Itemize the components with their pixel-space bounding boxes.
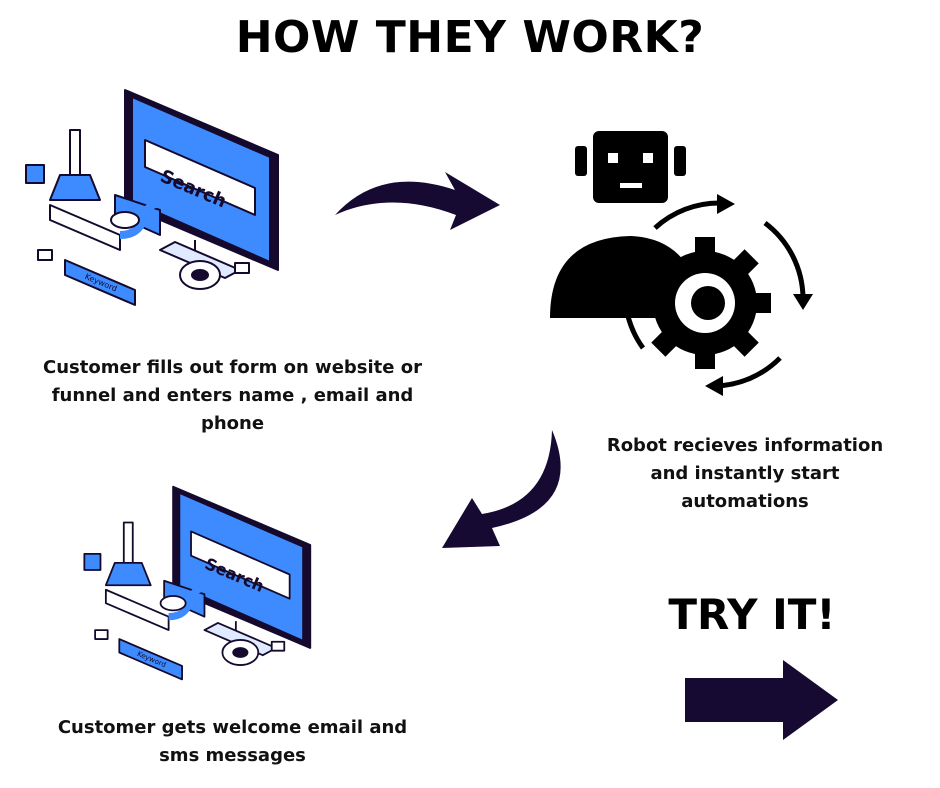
step-2-caption: Robot recieves information and instantly… <box>606 435 884 512</box>
try-it-heading[interactable]: TRY IT! <box>668 590 836 639</box>
right-arrow-icon[interactable] <box>685 660 840 740</box>
step-3-caption: Customer gets welcome email and sms mess… <box>57 717 408 766</box>
step-1-caption: Customer fills out form on website or fu… <box>42 357 422 434</box>
robot-automation-illustration <box>550 131 813 396</box>
flow-arrow-1 <box>335 172 500 230</box>
flow-arrow-2 <box>442 430 561 548</box>
page-title: HOW THEY WORK? <box>235 12 705 63</box>
search-computer-illustration-1: Search Keyword <box>25 89 279 306</box>
search-computer-illustration-2: Search Keyword <box>83 485 312 681</box>
